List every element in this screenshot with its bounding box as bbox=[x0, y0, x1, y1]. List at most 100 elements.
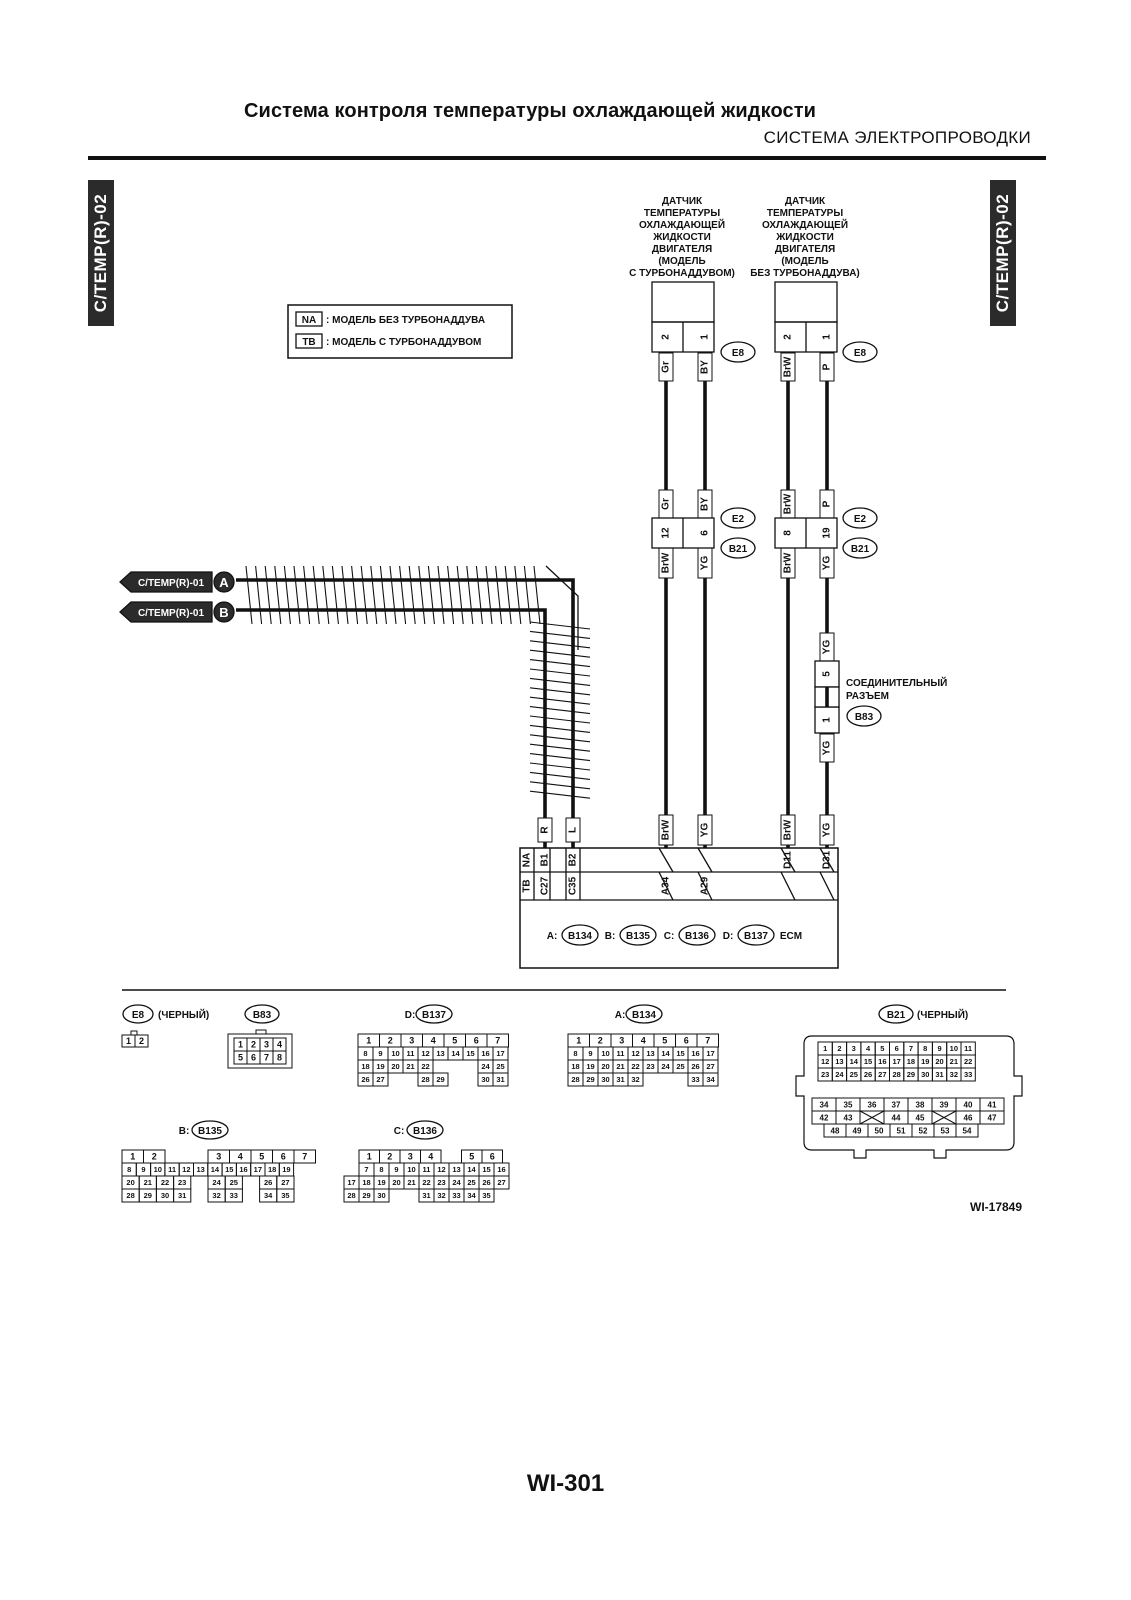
b135-pin-label: 13 bbox=[196, 1165, 204, 1174]
e2-badge-na: E2 bbox=[854, 514, 867, 525]
b135-pin-label: 3 bbox=[216, 1152, 221, 1162]
ecm-connector-row: A: B134 B: B135 C: B136 D: B137 ECM bbox=[547, 924, 802, 946]
b137-pin-label: 2 bbox=[388, 1036, 393, 1046]
b136-pin-label: 3 bbox=[408, 1152, 413, 1162]
b135-cell bbox=[293, 1149, 316, 1164]
b135-pin-label: 10 bbox=[154, 1165, 162, 1174]
sensor-turbo-line-4: ЖИДКОСТИ bbox=[652, 232, 711, 243]
page-number: WI-301 bbox=[526, 1470, 605, 1497]
tag-brw-below-b21-na: BrW bbox=[780, 547, 796, 579]
b135-pin-label: 20 bbox=[126, 1178, 134, 1187]
svg-text:YG: YG bbox=[700, 556, 711, 571]
sensor-turbo-pin-2: 2 bbox=[661, 334, 672, 340]
b21-pin-label: 37 bbox=[892, 1100, 901, 1109]
b21-pin-label: 48 bbox=[831, 1126, 840, 1135]
b21-pin-label: 43 bbox=[844, 1113, 853, 1122]
header-rule bbox=[88, 156, 1046, 160]
svg-text:Gr: Gr bbox=[661, 361, 672, 373]
b136-pin-label: 34 bbox=[467, 1191, 476, 1200]
ecm-pin-b2: B2 bbox=[568, 853, 579, 866]
b135-pin-label: 34 bbox=[264, 1191, 273, 1200]
ecm-pin-d31: D31 bbox=[822, 850, 833, 869]
b137-pin-label: 1 bbox=[366, 1036, 371, 1046]
b83-pin-label: 4 bbox=[277, 1040, 282, 1050]
side-tab-right: C/TEMP(R)-02 bbox=[990, 180, 1016, 326]
b135-cell bbox=[276, 1188, 295, 1203]
b21-pin-label: 45 bbox=[916, 1113, 925, 1122]
b136-pin-label: 30 bbox=[377, 1191, 385, 1200]
legend-na-code: NA bbox=[302, 315, 316, 326]
b136-pin-label: 1 bbox=[367, 1152, 372, 1162]
b136-pin-label: 10 bbox=[407, 1165, 415, 1174]
sensor-na-line-4: ЖИДКОСТИ bbox=[775, 232, 834, 243]
ecm-pin-c35: C35 bbox=[568, 876, 579, 895]
b137-pin-label: 6 bbox=[474, 1036, 479, 1046]
view-b21-note: (ЧЕРНЫЙ) bbox=[917, 1008, 968, 1021]
b134-pin-label: 4 bbox=[641, 1036, 646, 1046]
b137-pin-label: 9 bbox=[378, 1049, 382, 1058]
b21-badge-turbo: B21 bbox=[729, 544, 748, 555]
b135-pin-label: 27 bbox=[281, 1178, 289, 1187]
b137-pin-label: 4 bbox=[431, 1036, 436, 1046]
sensor-na-body bbox=[774, 281, 838, 323]
inline-na-pin-19: 19 bbox=[822, 527, 833, 539]
offpage-b-ref: C/TEMP(R)-01 bbox=[138, 608, 205, 619]
tag-yg-above-b83: YG bbox=[819, 632, 835, 662]
b21-badge-na: B21 bbox=[851, 544, 870, 555]
svg-text:Gr: Gr bbox=[661, 498, 672, 510]
sensor-turbo-line-3: ОХЛАЖДАЮЩЕЙ bbox=[639, 218, 725, 231]
shield-coil-horizontal bbox=[245, 565, 541, 625]
svg-text:BrW: BrW bbox=[783, 493, 794, 514]
b136-pin-label: 2 bbox=[387, 1152, 392, 1162]
inline-connector-na: 8 19 bbox=[774, 517, 838, 549]
svg-text:BrW: BrW bbox=[783, 819, 794, 840]
b137-pin-label: 30 bbox=[481, 1075, 489, 1084]
b21-cell bbox=[955, 1123, 979, 1138]
b136-pin-label: 26 bbox=[482, 1178, 490, 1187]
b135-pin-label: 30 bbox=[161, 1191, 169, 1200]
e8-pin-label: 2 bbox=[139, 1036, 144, 1046]
b21-pin-label: 26 bbox=[864, 1070, 872, 1079]
b136-pin-label: 6 bbox=[490, 1152, 495, 1162]
offpage-a-letter: A bbox=[219, 575, 229, 590]
b21-cell bbox=[979, 1110, 1005, 1125]
b21-pin-label: 30 bbox=[921, 1070, 929, 1079]
offpage-b-letter: B bbox=[219, 605, 228, 620]
tag-yg-ecm-na: YG bbox=[819, 814, 835, 846]
b135-pin-label: 25 bbox=[230, 1178, 238, 1187]
b21-pin-label: 1 bbox=[823, 1044, 827, 1053]
b134-pin-label: 23 bbox=[646, 1062, 654, 1071]
b83-pin-label: 1 bbox=[238, 1040, 243, 1050]
b137-pin-label: 28 bbox=[421, 1075, 429, 1084]
connector-view-b21-housing bbox=[795, 1035, 1023, 1159]
sensor-turbo-line-2: ТЕМПЕРАТУРЫ bbox=[644, 208, 720, 219]
b137-cell bbox=[492, 1072, 509, 1087]
b21-pin-label: 51 bbox=[897, 1126, 906, 1135]
b21-pin-label: 19 bbox=[921, 1057, 929, 1066]
b136-pin-label: 4 bbox=[428, 1152, 433, 1162]
b21-pin-label: 28 bbox=[892, 1070, 900, 1079]
b137-pin-label: 18 bbox=[361, 1062, 369, 1071]
b136-pin-label: 16 bbox=[497, 1165, 505, 1174]
tag-brw-na-top: BrW bbox=[780, 352, 796, 382]
b21-pin-label: 5 bbox=[880, 1044, 884, 1053]
b135-pin-label: 16 bbox=[239, 1165, 247, 1174]
b134-pin-label: 14 bbox=[661, 1049, 670, 1058]
b134-pin-label: 5 bbox=[662, 1036, 667, 1046]
wire-r bbox=[236, 578, 575, 848]
svg-text:YG: YG bbox=[822, 556, 833, 571]
b136-pin-label: 29 bbox=[362, 1191, 370, 1200]
b136-pin-label: 28 bbox=[347, 1191, 355, 1200]
b135-pin-label: 31 bbox=[178, 1191, 186, 1200]
ecm-pin-a29: A29 bbox=[700, 876, 711, 895]
b137-pin-label: 7 bbox=[495, 1036, 500, 1046]
sensor-na-pin-2: 2 bbox=[783, 334, 794, 340]
svg-text:YG: YG bbox=[700, 823, 711, 838]
b83-pin-label: 7 bbox=[264, 1053, 269, 1063]
b21-pin-label: 13 bbox=[835, 1057, 843, 1066]
b135-pin-label: 23 bbox=[178, 1178, 186, 1187]
